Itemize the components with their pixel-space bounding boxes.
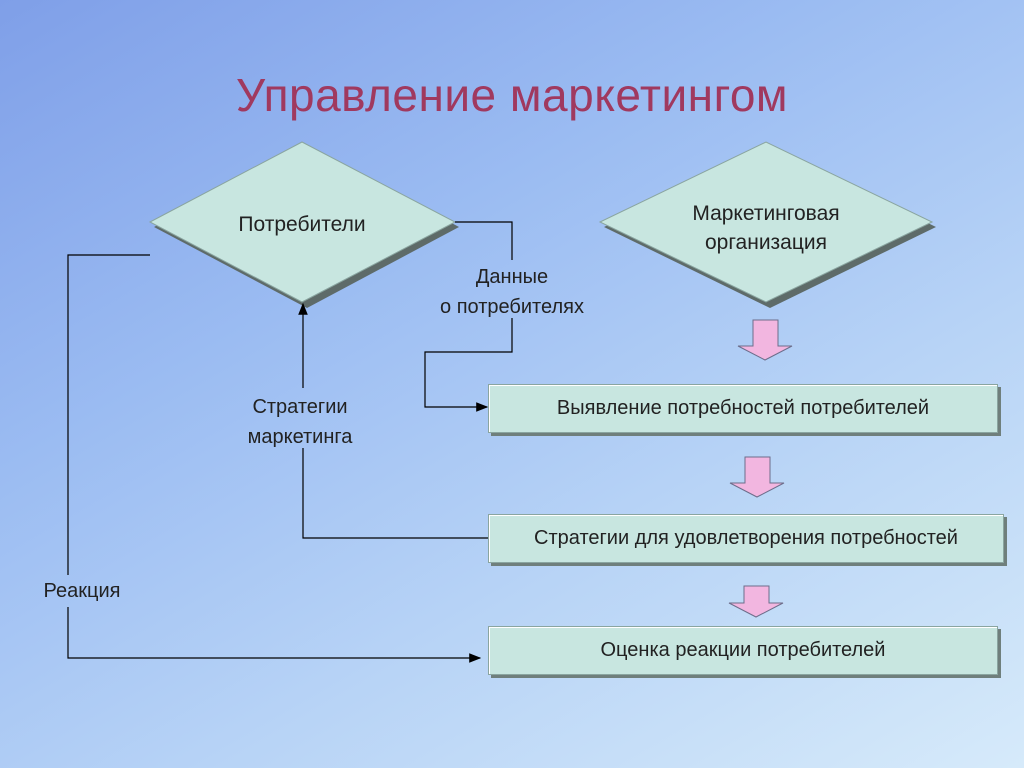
marketing-strategies-label-line2: маркетинга <box>247 426 353 448</box>
marketing-strategies-label-line1: Стратегии <box>252 396 348 418</box>
consumer-data-label: Данные о потребителях <box>424 262 600 322</box>
marketing-strategies-connector <box>303 304 488 539</box>
marketing-strategies-label: Стратегии маркетинга <box>228 392 372 452</box>
consumer-data-label-line1: Данные <box>475 266 549 288</box>
reaction-label: Реакция <box>34 576 130 606</box>
consumers-diamond: Потребители <box>148 141 459 308</box>
down-arrow <box>737 319 793 361</box>
needs-identification-label: Выявление потребностей потребителей <box>556 397 930 419</box>
needs-identification-box: Выявление потребностей потребителей <box>488 384 998 433</box>
satisfaction-strategies-label: Стратегии для удовлетворения потребносте… <box>534 527 958 549</box>
down-arrow <box>728 585 784 618</box>
marketing-org-diamond: Маркетинговая организация <box>598 141 936 308</box>
page-title: Управление маркетингом <box>235 69 789 121</box>
marketing-org-label-line2: организация <box>705 231 827 254</box>
consumer-data-connector <box>424 221 513 407</box>
reaction-label-line1: Реакция <box>43 580 121 602</box>
reaction-evaluation-box: Оценка реакции потребителей <box>488 626 998 675</box>
consumer-data-label-line2: о потребителях <box>440 296 584 318</box>
marketing-org-label-line1: Маркетинговая <box>692 202 839 225</box>
consumers-label: Потребители <box>238 213 365 236</box>
reaction-evaluation-label: Оценка реакции потребителей <box>600 639 886 661</box>
satisfaction-strategies-box: Стратегии для удовлетворения потребносте… <box>488 514 1004 563</box>
reaction-connector <box>67 254 480 658</box>
down-arrow <box>729 456 785 498</box>
